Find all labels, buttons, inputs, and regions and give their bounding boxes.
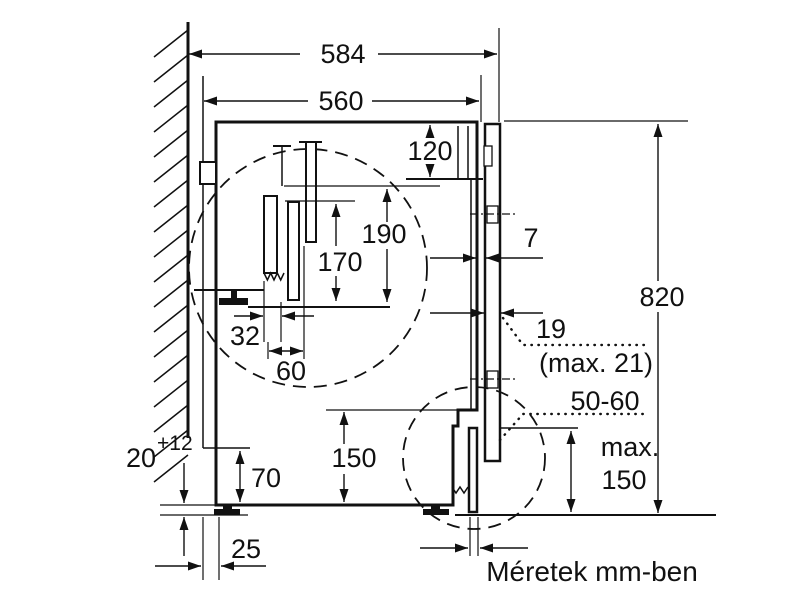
dim-label-70: 70 bbox=[251, 463, 281, 493]
detail-circle-connections bbox=[188, 148, 428, 388]
plinth-spring-zigzag bbox=[451, 485, 469, 495]
door-mounting-bracket bbox=[483, 145, 493, 167]
caption-dimensions-in-mm: Méretek mm-ben bbox=[486, 556, 698, 587]
dim-label-60: 60 bbox=[276, 356, 306, 386]
wall bbox=[153, 22, 190, 483]
dimension-32: 32 bbox=[230, 281, 314, 351]
dim-label-170: 170 bbox=[317, 247, 362, 277]
connection-detail bbox=[194, 141, 440, 305]
water-tap-symbol bbox=[194, 289, 264, 305]
dim-label-max21: (max. 21) bbox=[539, 348, 653, 378]
dim-label-584: 584 bbox=[320, 39, 365, 69]
dim-label-20: 20 bbox=[126, 443, 156, 473]
dim-label-120: 120 bbox=[407, 136, 452, 166]
dim-label-19: 19 bbox=[536, 314, 566, 344]
adjustable-foot-left bbox=[214, 505, 240, 515]
drain-standpipe bbox=[305, 141, 317, 243]
dimension-190: 190 bbox=[361, 189, 407, 302]
dim-label-150: 150 bbox=[331, 443, 376, 473]
appliance bbox=[199, 76, 483, 515]
dimension-560: 560 bbox=[204, 75, 482, 122]
dimension-150: 150 bbox=[331, 412, 377, 502]
dimension-max-150: max. 150 bbox=[501, 427, 660, 512]
wall-hatching bbox=[153, 29, 189, 483]
dim-label-7: 7 bbox=[523, 223, 538, 253]
detail-circle-plinth bbox=[402, 386, 546, 530]
dim-label-820: 820 bbox=[639, 282, 684, 312]
dimension-25: 25 bbox=[155, 517, 266, 580]
dimension-820: 820 bbox=[504, 120, 688, 513]
drain-hose bbox=[287, 201, 300, 301]
rear-bracket-notch bbox=[199, 161, 217, 185]
appliance-rear-panel-lines bbox=[202, 76, 472, 449]
dimension-20-plus-12: 20 +12 bbox=[126, 432, 248, 556]
plinth-panel bbox=[467, 426, 479, 514]
dimension-plinth-gap bbox=[420, 517, 528, 556]
leader-50-60 bbox=[498, 412, 650, 442]
dimension-70: 70 bbox=[235, 451, 281, 502]
furniture-door bbox=[470, 122, 517, 463]
dim-label-50-60: 50-60 bbox=[570, 386, 639, 416]
inlet-hose-sleeve bbox=[263, 195, 278, 274]
furniture-door-panel bbox=[483, 122, 502, 463]
dimension-60: 60 bbox=[267, 246, 306, 386]
hose-corrugation-zigzag bbox=[263, 271, 285, 282]
appliance-outline bbox=[214, 120, 479, 507]
dimension-584: 584 bbox=[189, 28, 500, 122]
dimension-170: 170 bbox=[317, 204, 363, 301]
dim-label-32: 32 bbox=[230, 321, 260, 351]
dimension-19-max21: 19 (max. 21) bbox=[430, 308, 653, 378]
dimension-50-60: 50-60 bbox=[498, 386, 650, 442]
dim-label-25: 25 bbox=[231, 534, 261, 564]
dim-label-560: 560 bbox=[318, 86, 363, 116]
dim-label-plus12: +12 bbox=[157, 432, 193, 455]
dimension-120: 120 bbox=[407, 125, 453, 177]
dimension-7: 7 bbox=[430, 223, 543, 263]
adjustable-foot-right bbox=[423, 505, 449, 515]
dim-label-max-150: 150 bbox=[601, 465, 646, 495]
dim-label-max: max. bbox=[601, 432, 660, 462]
leader-19 bbox=[501, 316, 650, 347]
dim-label-190: 190 bbox=[361, 219, 406, 249]
